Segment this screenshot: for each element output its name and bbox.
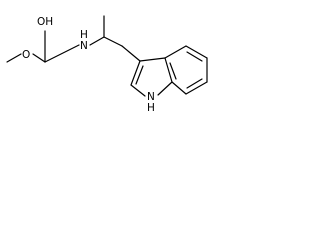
bond-c2-c3-inner [135, 65, 144, 85]
bond-c7a-n1 [157, 81, 173, 96]
bond-n1-c2 [130, 84, 146, 97]
bond-c3a-c7a-inner [169, 62, 177, 80]
bond-c3a-c7a [164, 57, 173, 83]
label-indole-hydrogen: H [147, 102, 155, 114]
bond-c4-c5-inner [186, 51, 203, 62]
label-methoxy-oxygen: O [22, 49, 30, 61]
bond-ch2-c3 [121, 45, 141, 62]
bond-methyl-o [6, 53, 22, 63]
chemical-structure-diagram: OH O N H N H [6, 15, 208, 114]
label-indole-nitrogen: N [147, 91, 155, 103]
bond-ch-ch2 [103, 36, 123, 47]
bond-c3a-c4 [164, 45, 187, 59]
bond-c6-c7 [185, 81, 208, 95]
label-amine-hydrogen: H [80, 29, 88, 41]
label-carbamate-nitrogen: N [80, 40, 88, 52]
bond-c2-c3 [130, 60, 141, 86]
bond-c7-c7a [171, 81, 187, 95]
bond-c6-c7-inner [186, 78, 203, 89]
bond-n-ch [89, 36, 105, 46]
bond-o-carbon [32, 53, 46, 63]
bond-c3-c3a [139, 57, 166, 62]
bond-c4-c5 [185, 45, 208, 59]
label-hydroxyl: OH [37, 16, 53, 28]
bond-carbon-n [44, 44, 80, 63]
structure-canvas: OH O N H N H [0, 0, 234, 124]
